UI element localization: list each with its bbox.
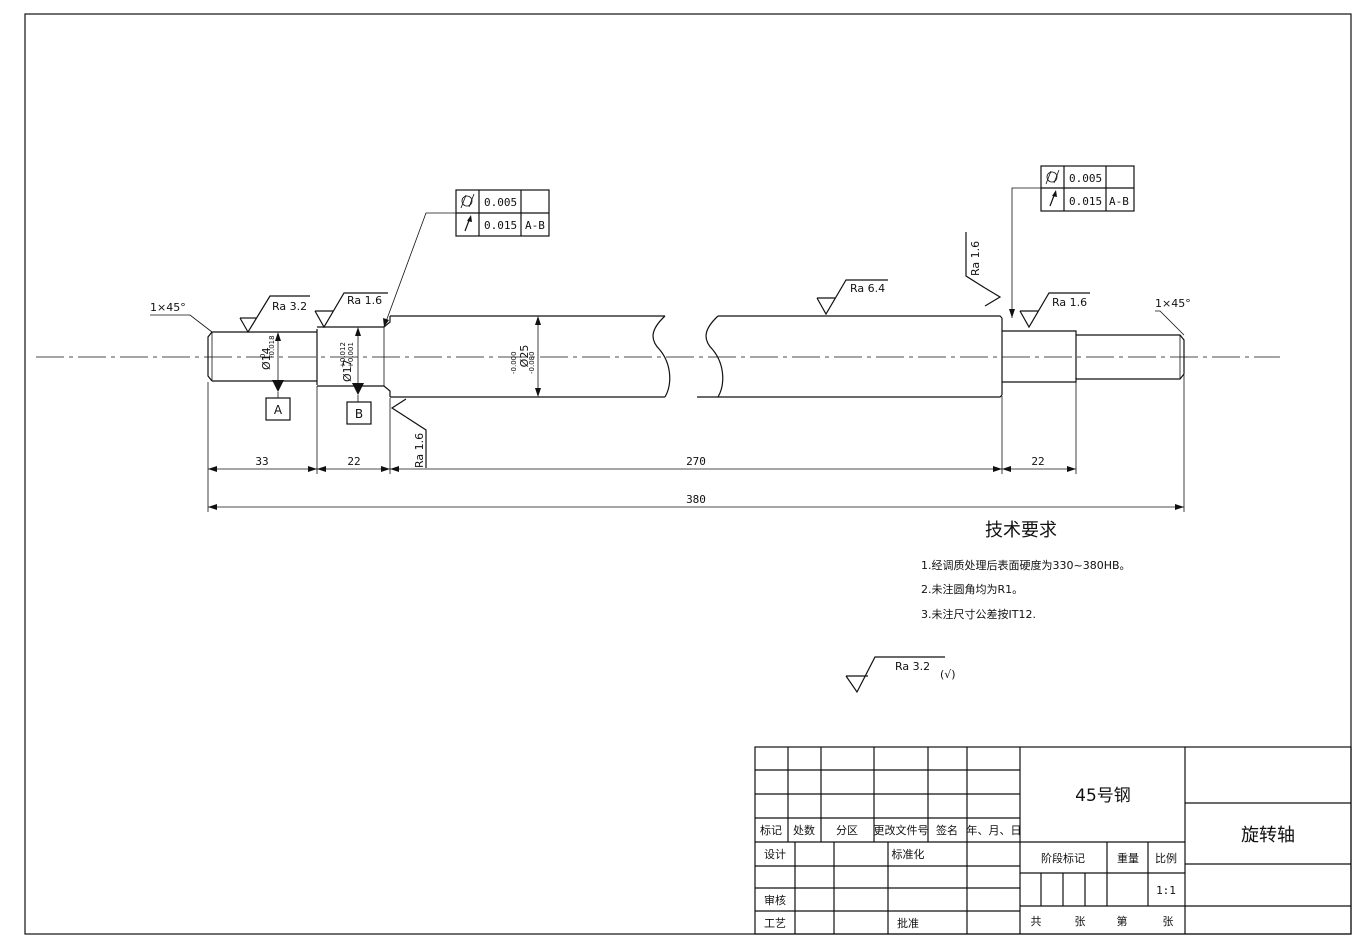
general-roughness-note: (√) xyxy=(940,668,956,681)
part-name-label: 旋转轴 xyxy=(1241,825,1295,846)
title-block: 45号钢 旋转轴 标记 处数 分区 更改文件号 签名 年、月、日 设计 标准化 … xyxy=(754,746,1352,935)
order-label: 第 xyxy=(1117,914,1128,928)
dim-380: 380 xyxy=(686,493,706,506)
dia-17-dimension: Ø17 +0.012 +0.001 B xyxy=(339,327,372,425)
roughness-r2: Ra 1.6 xyxy=(314,292,388,329)
roughness-r4: Ra 1.6 xyxy=(1019,292,1090,329)
process-label: 工艺 xyxy=(764,917,786,930)
cylindricity-icon xyxy=(1045,169,1060,185)
tech-req-item-2: 2.未注圆角均为R1。 xyxy=(921,582,1023,596)
dia-14-dimension: Ø14 0 -0.018 A xyxy=(259,332,291,421)
dia-25-label: Ø25 xyxy=(518,345,531,368)
dia-25-lower: -0.080 xyxy=(528,351,536,374)
approve-label: 批准 xyxy=(897,916,919,930)
tech-req-item-1: 1.经调质处理后表面硬度为330~380HB。 xyxy=(921,558,1131,572)
dia-14-upper: 0 xyxy=(259,354,267,358)
runout-icon xyxy=(1049,190,1057,207)
dia-25-upper: -0.000 xyxy=(510,351,518,374)
cylindricity-icon xyxy=(460,193,475,209)
roughness-r5: Ra 1.6 xyxy=(965,232,1002,307)
header-date: 年、月、日 xyxy=(967,823,1022,837)
fcf-left: 0.005 0.015 A-B xyxy=(383,189,550,328)
datum-a-label: A xyxy=(274,403,283,417)
header-change-doc: 更改文件号 xyxy=(874,823,929,837)
runout-icon xyxy=(464,215,472,232)
review-label: 审核 xyxy=(764,893,786,907)
dia-14-lower: -0.018 xyxy=(268,335,276,358)
header-zone: 分区 xyxy=(836,824,858,837)
roughness-r1-label: Ra 3.2 xyxy=(272,300,307,313)
roughness-r3-label: Ra 6.4 xyxy=(850,282,885,295)
roughness-r6-label: Ra 1.6 xyxy=(413,433,426,468)
roughness-r2-label: Ra 1.6 xyxy=(347,294,382,307)
stage-mark-label: 阶段标记 xyxy=(1041,851,1085,865)
tech-req-item-3: 3.未注尺寸公差按IT12. xyxy=(921,607,1036,621)
dim-270: 270 xyxy=(686,455,706,468)
tech-req-title: 技术要求 xyxy=(985,520,1057,541)
design-label: 设计 xyxy=(764,848,786,861)
general-roughness: Ra 3.2 (√) xyxy=(845,656,956,694)
standardization-label: 标准化 xyxy=(892,847,925,861)
datum-a-box xyxy=(265,397,291,421)
dia-17-lower: +0.001 xyxy=(347,342,355,368)
dia-14-label: Ø14 xyxy=(260,347,273,370)
roughness-r5-label: Ra 1.6 xyxy=(969,241,982,276)
chamfer-right-label: 1×45° xyxy=(1155,297,1191,310)
dim-33: 33 xyxy=(255,455,268,468)
datum-b-box xyxy=(346,401,372,425)
general-roughness-value: Ra 3.2 xyxy=(895,660,930,673)
fcf-right-row2-value: 0.015 xyxy=(1069,195,1102,208)
chamfer-left-label: 1×45° xyxy=(150,301,186,314)
dim-22-right: 22 xyxy=(1031,455,1044,468)
sheet1-label: 张 xyxy=(1075,915,1086,928)
fcf-right: 0.005 0.015 A-B xyxy=(1009,165,1135,318)
roughness-r4-label: Ra 1.6 xyxy=(1052,296,1087,309)
ratio-value: 1:1 xyxy=(1156,884,1176,897)
roughness-r6: Ra 1.6 xyxy=(390,398,427,468)
length-dimensions: 33 22 270 22 380 xyxy=(207,375,1185,512)
total-label: 共 xyxy=(1031,915,1042,928)
chamfer-right: 1×45° xyxy=(1155,297,1191,336)
material-label: 45号钢 xyxy=(1075,786,1131,806)
dia-17-label: Ø17 xyxy=(341,359,354,382)
technical-requirements: 技术要求 1.经调质处理后表面硬度为330~380HB。 2.未注圆角均为R1。… xyxy=(921,520,1131,621)
fcf-right-row1-value: 0.005 xyxy=(1069,172,1102,185)
shaft-outline xyxy=(207,315,1185,398)
roughness-r3: Ra 6.4 xyxy=(816,279,888,316)
dia-25-dimension: Ø25 -0.000 -0.080 xyxy=(510,316,541,397)
ratio-label: 比例 xyxy=(1155,851,1177,865)
header-mark: 标记 xyxy=(760,823,782,837)
dia-17-upper: +0.012 xyxy=(339,342,347,368)
weight-label: 重量 xyxy=(1117,851,1139,865)
roughness-r1: Ra 3.2 xyxy=(239,295,310,334)
fcf-left-row1-value: 0.005 xyxy=(484,196,517,209)
header-signature: 签名 xyxy=(936,823,958,837)
header-count: 处数 xyxy=(793,824,815,837)
datum-b-label: B xyxy=(355,407,363,421)
sheet2-label: 张 xyxy=(1163,915,1174,928)
fcf-right-row2-datum: A-B xyxy=(1109,195,1129,208)
chamfer-left: 1×45° xyxy=(150,301,213,333)
fcf-left-row2-value: 0.015 xyxy=(484,219,517,232)
fcf-left-row2-datum: A-B xyxy=(525,219,545,232)
drawing-frame xyxy=(24,13,1352,935)
dim-22-left: 22 xyxy=(347,455,360,468)
